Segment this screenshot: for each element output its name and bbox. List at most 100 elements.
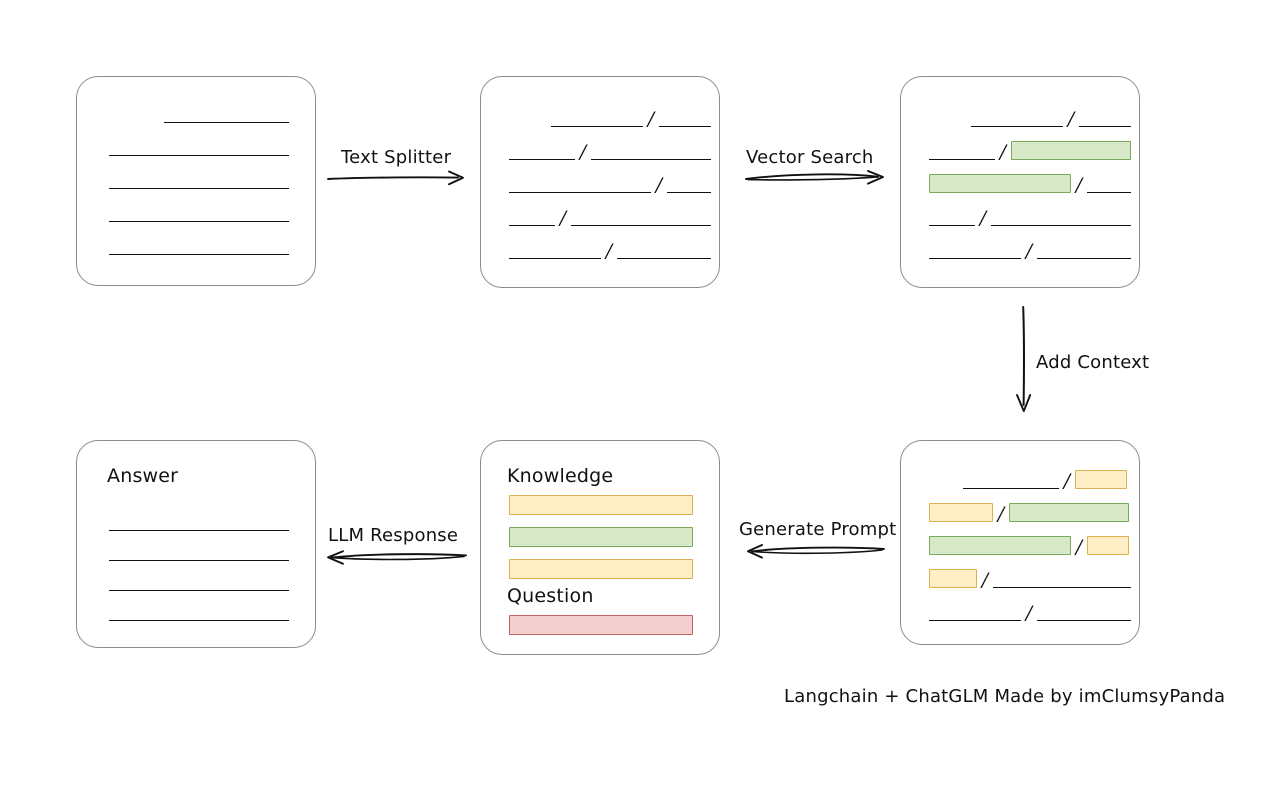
text-splitter-arrow — [327, 170, 464, 186]
matched-chunk-highlight — [929, 174, 1071, 193]
chunk-separator: / — [1075, 536, 1083, 558]
line-rule — [509, 204, 555, 226]
chunk-separator: / — [1025, 602, 1033, 624]
doc-line — [77, 134, 315, 156]
doc-line: / — [901, 533, 1139, 558]
line-rule — [591, 138, 711, 160]
chunk-separator: / — [647, 108, 655, 130]
line-rule — [551, 105, 643, 127]
line-rule — [571, 204, 711, 226]
line-rule — [929, 138, 995, 160]
doc-line: / — [481, 171, 719, 196]
prompt-box: Knowledge Question — [480, 440, 720, 655]
line-rule — [991, 204, 1131, 226]
chunk-separator: / — [979, 207, 987, 229]
answer-content: Answer — [77, 441, 315, 647]
llm-response-arrow — [327, 550, 467, 565]
answer-title: Answer — [107, 465, 179, 487]
answer-box: Answer — [76, 440, 316, 648]
line-rule — [929, 237, 1021, 259]
vector-search-arrow — [745, 170, 884, 185]
context-chunks-box: / / / / / — [900, 440, 1140, 645]
line-rule — [929, 599, 1021, 621]
line-gap — [929, 105, 971, 127]
chunk-separator: / — [605, 240, 613, 262]
doc-line — [77, 167, 315, 189]
chunk-separator: / — [999, 141, 1007, 163]
line-rule — [993, 566, 1131, 588]
chunk-separator: / — [997, 503, 1005, 525]
doc-line: / — [901, 566, 1139, 591]
source-document-box — [76, 76, 316, 286]
matched-chunk-highlight — [929, 536, 1071, 555]
llm-response-label: LLM Response — [328, 525, 459, 546]
doc-line — [77, 233, 315, 255]
matched-chunks-lines: / / / / / — [901, 77, 1139, 287]
line-rule — [109, 599, 289, 621]
split-chunks-box: / / / / / — [480, 76, 720, 288]
context-chunk-highlight — [1087, 536, 1129, 555]
line-rule — [509, 237, 601, 259]
doc-line — [77, 569, 315, 591]
doc-line: / — [901, 105, 1139, 130]
line-rule — [109, 233, 289, 255]
context-chunk-highlight — [1075, 470, 1127, 489]
knowledge-bar — [509, 495, 693, 515]
chunk-separator: / — [1075, 174, 1083, 196]
line-rule — [109, 539, 289, 561]
doc-line: / — [901, 171, 1139, 196]
knowledge-label: Knowledge — [507, 465, 614, 487]
doc-line: / — [901, 237, 1139, 262]
add-context-label: Add Context — [1036, 352, 1150, 373]
line-rule — [109, 200, 289, 222]
context-chunk-highlight — [929, 569, 977, 588]
line-rule — [509, 171, 651, 193]
vector-search-label: Vector Search — [746, 147, 874, 168]
prompt-content: Knowledge Question — [481, 441, 719, 654]
chunk-separator: / — [559, 207, 567, 229]
line-rule — [1037, 599, 1131, 621]
context-chunk-highlight — [929, 503, 993, 522]
context-chunks-lines: / / / / / — [901, 441, 1139, 644]
add-context-arrow — [1016, 306, 1032, 412]
line-rule — [164, 101, 289, 123]
doc-line — [77, 539, 315, 561]
question-label: Question — [507, 585, 594, 607]
doc-line: / — [481, 237, 719, 262]
source-document-lines — [77, 77, 315, 285]
chunk-separator: / — [1025, 240, 1033, 262]
doc-line: / — [901, 138, 1139, 163]
doc-line: / — [481, 138, 719, 162]
doc-line: / — [481, 204, 719, 229]
line-gap — [509, 105, 551, 127]
chunk-separator: / — [1067, 108, 1075, 130]
line-rule — [1079, 105, 1131, 127]
matched-chunks-box: / / / / / — [900, 76, 1140, 288]
generate-prompt-label: Generate Prompt — [739, 519, 897, 540]
line-rule — [929, 204, 975, 226]
line-rule — [109, 569, 289, 591]
doc-line: / — [901, 467, 1139, 491]
line-rule — [1087, 171, 1131, 193]
chunk-separator: / — [655, 174, 663, 196]
knowledge-bar — [509, 527, 693, 547]
line-rule — [617, 237, 711, 259]
line-gap — [929, 467, 963, 489]
line-rule — [109, 167, 289, 189]
line-rule — [109, 134, 289, 156]
line-rule — [509, 138, 575, 160]
doc-line — [77, 101, 315, 123]
split-chunks-lines: / / / / / — [481, 77, 719, 287]
doc-line — [77, 599, 315, 621]
doc-line — [77, 200, 315, 222]
knowledge-bar — [509, 559, 693, 579]
line-rule — [667, 171, 711, 193]
generate-prompt-arrow — [747, 544, 885, 559]
line-gap — [109, 101, 164, 123]
question-bar — [509, 615, 693, 635]
doc-line: / — [481, 105, 719, 130]
doc-line: / — [901, 599, 1139, 624]
chunk-separator: / — [981, 569, 989, 591]
matched-chunk-highlight — [1009, 503, 1129, 522]
